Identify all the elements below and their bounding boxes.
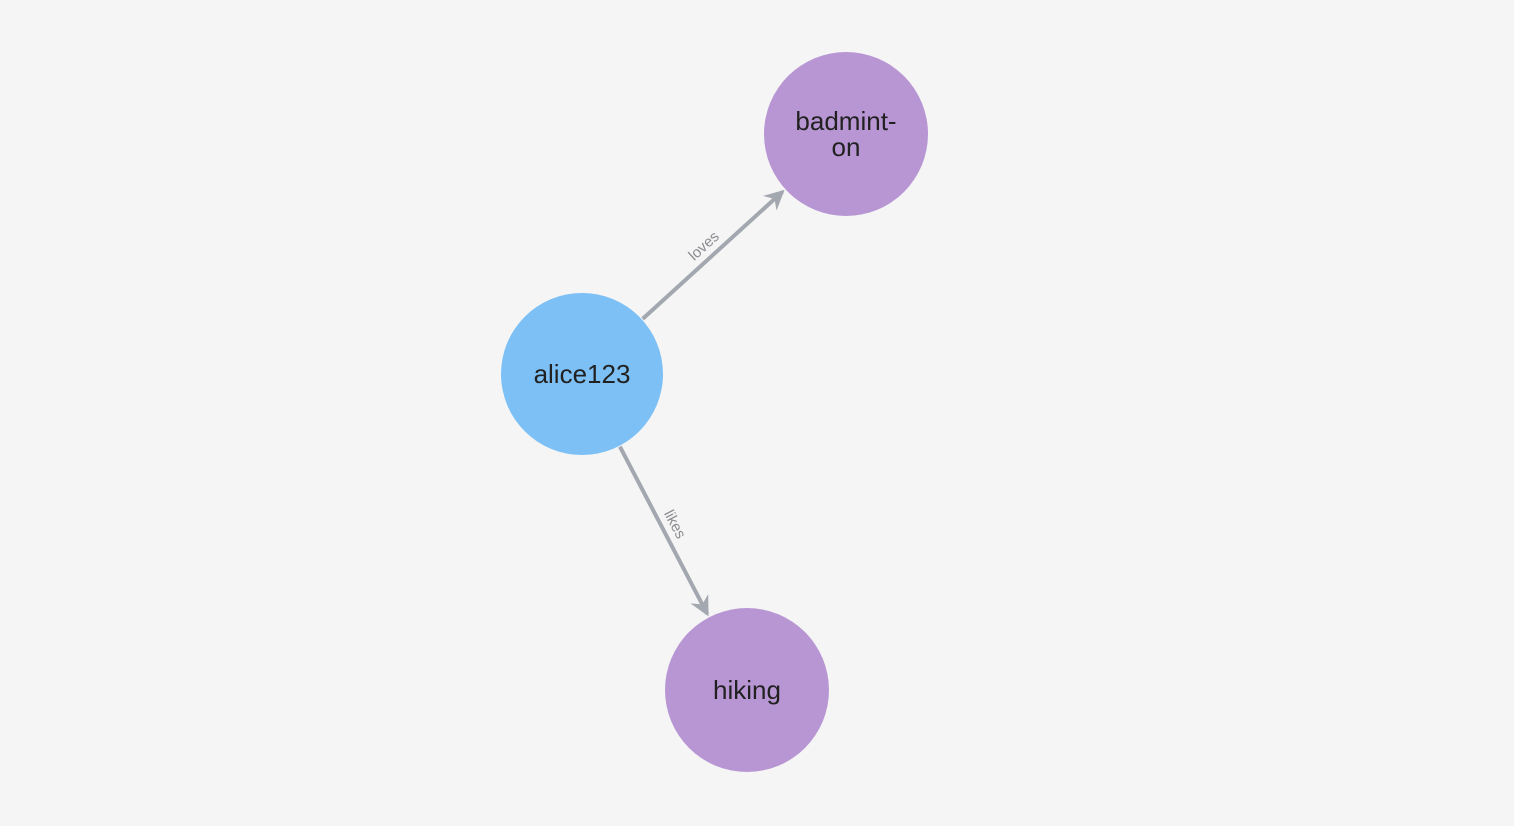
graph-edge-loves[interactable] [641, 189, 785, 321]
node-circle-badminton[interactable] [764, 52, 928, 216]
node-circle-hiking[interactable] [665, 608, 829, 772]
node-circle-alice123[interactable] [501, 293, 663, 455]
graph-node-alice123[interactable]: alice123 [501, 293, 663, 455]
edge-label-loves: loves [685, 228, 722, 264]
graph-edge-likes[interactable] [618, 445, 709, 617]
graph-node-badminton[interactable]: badmint-on [764, 52, 928, 216]
graph-node-hiking[interactable]: hiking [665, 608, 829, 772]
edge-label-likes: likes [660, 507, 689, 541]
